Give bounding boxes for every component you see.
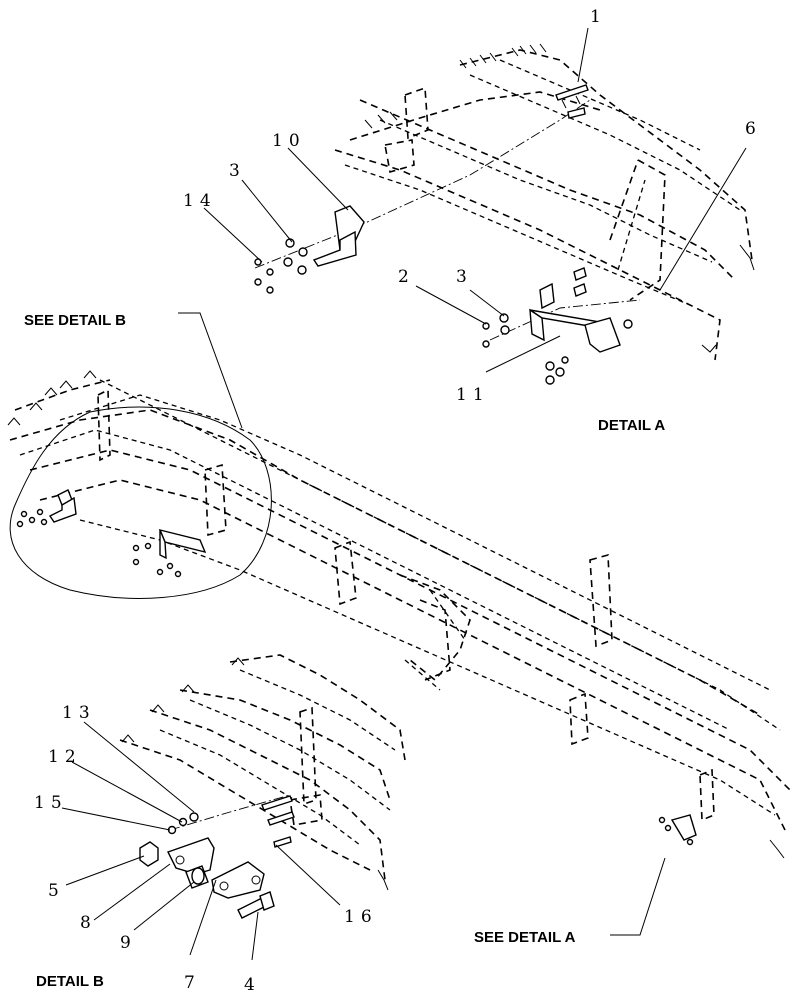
leader-lines xyxy=(61,27,747,961)
callout-7: 7 xyxy=(184,973,201,993)
callout-15: 15 xyxy=(34,793,68,813)
callout-3-top: 3 xyxy=(229,161,246,181)
main-boom-drawing xyxy=(7,370,791,859)
callout-16: 16 xyxy=(344,907,378,927)
detail-b-title: DETAIL B xyxy=(36,973,104,990)
detail-b-drawing xyxy=(119,654,406,919)
callout-4: 4 xyxy=(244,975,261,995)
callout-9: 9 xyxy=(120,933,137,953)
detail-a-drawing xyxy=(254,43,755,385)
see-detail-a-label: SEE DETAIL A xyxy=(474,929,576,946)
callout-5: 5 xyxy=(48,881,65,901)
callout-10: 10 xyxy=(272,131,306,151)
callout-14: 14 xyxy=(183,191,217,211)
callout-1: 1 xyxy=(590,7,607,27)
callout-12: 12 xyxy=(48,747,82,767)
callout-11: 11 xyxy=(456,385,490,405)
callout-6: 6 xyxy=(745,119,762,139)
hardware-detail-b-circle xyxy=(16,508,182,578)
hardware-group-top-left xyxy=(254,238,308,294)
callout-2: 2 xyxy=(398,267,415,287)
callout-13: 13 xyxy=(62,703,96,723)
callout-3-right: 3 xyxy=(456,267,473,287)
see-detail-b-label: SEE DETAIL B xyxy=(24,312,126,329)
hardware-group-top-right xyxy=(482,313,569,385)
detail-a-title: DETAIL A xyxy=(598,417,665,434)
detail-b-boundary xyxy=(9,406,272,599)
callout-8: 8 xyxy=(80,913,97,933)
